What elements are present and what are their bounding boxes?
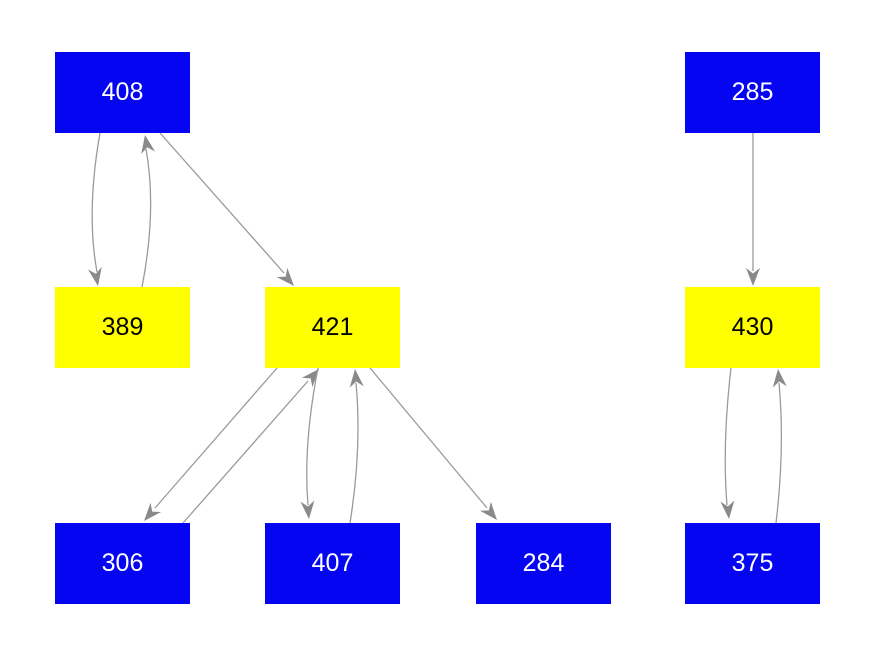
edge-306-to-421: [182, 369, 319, 524]
edge-430-to-375: [720, 367, 735, 519]
node-389: 389: [55, 287, 190, 368]
edge-407-to-421: [349, 369, 364, 524]
arrowhead-icon: [144, 502, 162, 521]
arrowhead-icon: [141, 135, 156, 154]
arrowhead-icon: [720, 500, 735, 519]
arrowhead-icon: [349, 369, 364, 388]
node-375: 375: [685, 523, 820, 604]
edge-421-to-284: [369, 367, 497, 520]
node-407: 407: [265, 523, 400, 604]
node-408: 408: [55, 52, 190, 133]
node-284: 284: [476, 523, 611, 604]
arrowhead-icon: [276, 267, 294, 286]
arrowhead-icon: [480, 501, 497, 520]
edge-421-to-306: [144, 367, 278, 521]
arrowhead-icon: [746, 268, 760, 286]
arrowhead-icon: [300, 500, 315, 519]
edge-408-to-389: [87, 132, 102, 286]
arrowhead-icon: [87, 267, 102, 286]
node-430: 430: [685, 287, 820, 368]
edge-285-to-430: [746, 133, 760, 286]
node-285: 285: [685, 52, 820, 133]
arrowhead-icon: [301, 369, 319, 388]
node-421: 421: [265, 287, 400, 368]
edge-375-to-430: [772, 369, 787, 524]
node-306: 306: [55, 523, 190, 604]
edge-408-to-421: [159, 132, 294, 286]
arrowhead-icon: [772, 369, 787, 388]
edge-389-to-408: [141, 135, 156, 288]
edge-421-to-407: [300, 367, 319, 519]
